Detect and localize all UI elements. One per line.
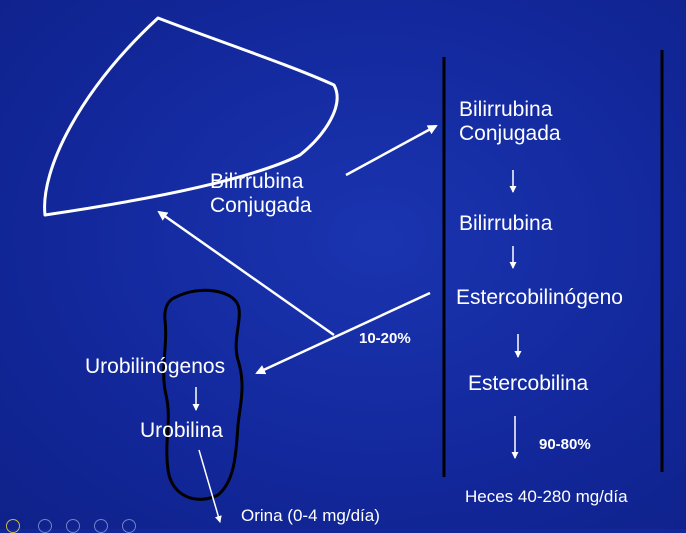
liver-label-line-2: Conjugada [210, 194, 312, 218]
intestine-item-3: Estercobilinógeno [456, 286, 623, 309]
intestine-item-4: Estercobilina [468, 372, 589, 395]
nav-next-icon[interactable] [38, 519, 52, 533]
liver-label: Bilirrubina Conjugada [210, 170, 312, 218]
kidney-outline [162, 288, 244, 501]
liver-label-line-1: Bilirrubina [210, 170, 304, 193]
urine-label: Orina (0-4 mg/día) [241, 506, 380, 525]
arrow-to-urine [198, 449, 222, 523]
nav-prev-icon[interactable] [6, 519, 20, 533]
feces-percent: 90-80% [539, 436, 591, 453]
arrow-to-urobilinogens [255, 291, 431, 375]
urobilinogen-label: Urobilinógenos [85, 355, 226, 378]
intestine-item-2: Bilirrubina [459, 212, 553, 235]
feces-label: Heces 40-280 mg/día [465, 487, 628, 506]
nav-menu-icon[interactable] [66, 519, 80, 533]
intestine-item-1: Bilirrubina Conjugada [459, 98, 561, 146]
arrow-liver-to-intestine [345, 124, 438, 177]
liver-outline [43, 16, 339, 217]
arrow-return-to-liver [157, 210, 335, 337]
intestine-item-1-line-1: Bilirrubina [459, 98, 553, 121]
intestine-item-1-line-2: Conjugada [459, 122, 561, 146]
reabsorption-percent: 10-20% [359, 330, 411, 347]
nav-more-icon[interactable] [122, 519, 136, 533]
urobilin-label: Urobilina [140, 419, 223, 442]
slide-nav-controls[interactable] [0, 515, 160, 533]
nav-search-icon[interactable] [94, 519, 108, 533]
